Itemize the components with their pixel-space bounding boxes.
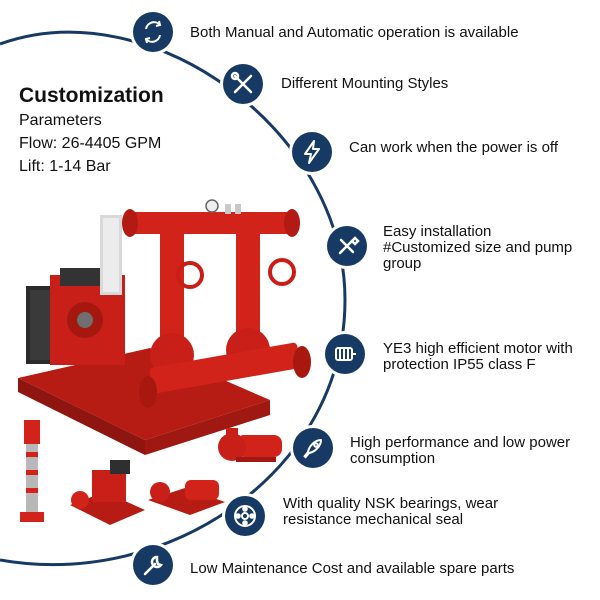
motor-icon — [325, 334, 365, 374]
feature-text-3: Can work when the power is off — [349, 139, 558, 156]
feature-text-6: High performance and low power consumpti… — [350, 434, 571, 467]
fire-pump-skid-illustration — [18, 199, 311, 455]
feature-text-4: Easy installation #Customized size and p… — [383, 223, 573, 272]
vertical-multistage-pump-illustration — [20, 420, 44, 522]
page-title: Customization — [19, 84, 164, 107]
bearing-icon — [225, 496, 265, 536]
feature-text-5: YE3 high efficient motor with protection… — [383, 340, 573, 373]
lift-spec: Lift: 1-14 Bar — [19, 158, 111, 175]
wrench-screwdriver-icon — [327, 226, 367, 266]
rocket-icon — [293, 428, 333, 468]
feature-text-2: Different Mounting Styles — [281, 75, 449, 92]
feature-text-1: Both Manual and Automatic operation is a… — [190, 24, 519, 41]
end-suction-pump-illustration — [218, 428, 282, 462]
end-suction-pump-set-illustration — [148, 480, 225, 515]
small-diesel-pump-set-illustration — [70, 460, 145, 525]
feature-text-8: Low Maintenance Cost and available spare… — [190, 560, 515, 577]
manual-automatic-icon — [133, 12, 173, 52]
lightning-icon — [292, 132, 332, 172]
flow-spec: Flow: 26-4405 GPM — [19, 135, 162, 152]
parameters-label: Parameters — [19, 112, 102, 129]
tools-icon — [223, 64, 263, 104]
wrench-icon — [133, 545, 173, 585]
feature-text-7: With quality NSK bearings, wear resistan… — [283, 495, 499, 528]
